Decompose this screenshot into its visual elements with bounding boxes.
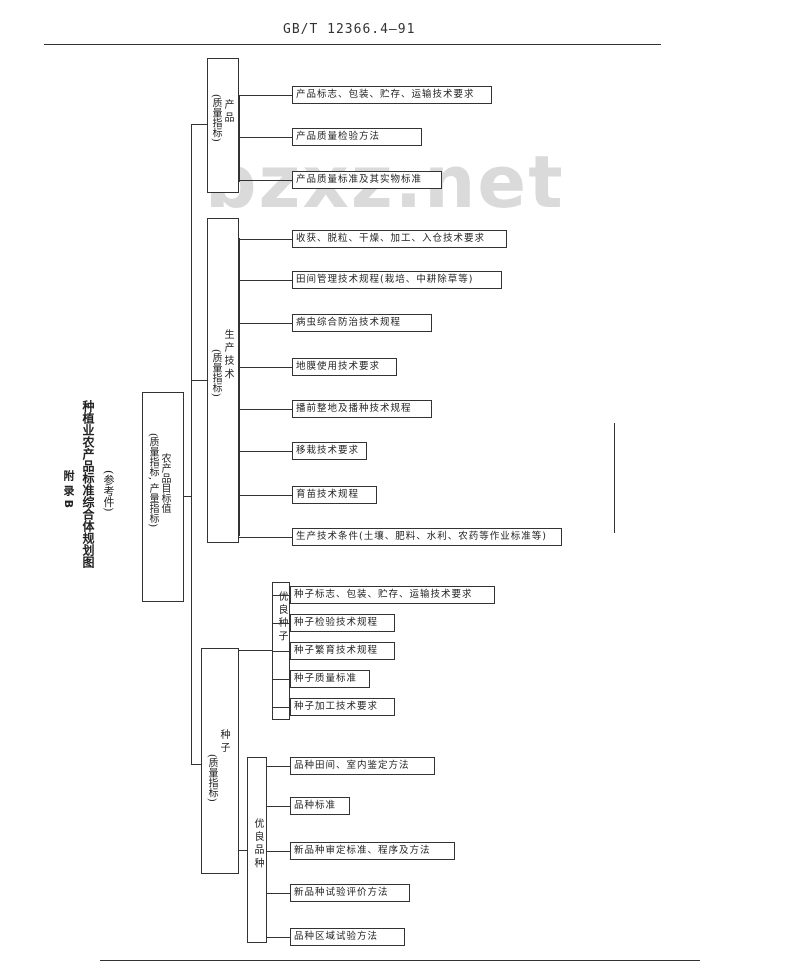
leaf-connector xyxy=(239,280,292,281)
leaf-connector xyxy=(267,893,290,894)
leaf-connector xyxy=(272,707,290,708)
leaf-connector xyxy=(239,537,292,538)
leaf-connector xyxy=(239,180,292,181)
branch-seed: 种 子 (质量指标) xyxy=(201,648,239,874)
branch-sub: (质量指标) xyxy=(210,94,221,142)
footer-rule xyxy=(100,960,700,961)
appendix-label: 附 录 B xyxy=(62,470,75,509)
leaf-connector xyxy=(272,623,290,624)
branch-label: 种 子 xyxy=(218,729,229,753)
leaf-box: 育苗技术规程 xyxy=(292,486,377,504)
leaf-box: 种子繁育技术规程 xyxy=(290,642,395,660)
leaf-box: 品种田间、室内鉴定方法 xyxy=(290,757,435,775)
leaf-box: 品种区域试验方法 xyxy=(290,928,405,946)
subgroup-label: 优 良 种 子 xyxy=(276,591,287,641)
root-sub: (质量指标, 产量指标) xyxy=(147,433,158,528)
leaf-box: 田间管理技术规程(栽培、中耕除草等) xyxy=(292,271,502,289)
subgroup-good-variety: 优 良 品 种 xyxy=(247,757,267,943)
leaf-box: 地膜使用技术要求 xyxy=(292,358,397,376)
leaf-connector xyxy=(239,409,292,410)
leaf-box: 产品质量检验方法 xyxy=(292,128,422,146)
leaf-connector xyxy=(239,367,292,368)
leaf-connector xyxy=(267,937,290,938)
branch-label: 产 品 xyxy=(222,99,233,123)
branch-connector xyxy=(191,124,207,125)
branch-sub: (质量指标) xyxy=(210,349,221,397)
branch-spine xyxy=(239,96,240,182)
leaf-box: 种子质量标准 xyxy=(290,670,370,688)
branch-connector xyxy=(191,380,207,381)
leaf-connector xyxy=(272,679,290,680)
leaf-box: 种子加工技术要求 xyxy=(290,698,395,716)
leaf-connector xyxy=(272,651,290,652)
leaf-connector xyxy=(239,137,292,138)
page-title: 种植业农产品标准综合体规划图 xyxy=(81,400,95,568)
title-note: (参考件) xyxy=(102,470,115,512)
leaf-box: 新品种审定标准、程序及方法 xyxy=(290,842,455,860)
header-rule xyxy=(44,44,661,45)
subgroup-label: 优 良 品 种 xyxy=(252,818,263,868)
margin-mark xyxy=(614,423,615,533)
leaf-connector xyxy=(272,595,290,596)
leaf-connector xyxy=(267,806,290,807)
branch-production: 生 产 技 术 (质量指标) xyxy=(207,218,239,543)
leaf-connector xyxy=(239,323,292,324)
leaf-connector xyxy=(239,495,292,496)
leaf-box: 移栽技术要求 xyxy=(292,442,367,460)
leaf-box: 新品种试验评价方法 xyxy=(290,884,410,902)
trunk-line xyxy=(191,124,192,764)
root-box: 农产品目标值 (质量指标, 产量指标) xyxy=(142,392,184,602)
leaf-connector xyxy=(267,766,290,767)
branch-sub: (质量指标) xyxy=(206,754,217,802)
leaf-connector xyxy=(239,95,292,96)
leaf-box: 品种标准 xyxy=(290,797,350,815)
subgroup-connector xyxy=(239,850,247,851)
leaf-box: 种子标志、包装、贮存、运输技术要求 xyxy=(290,586,495,604)
leaf-connector xyxy=(239,451,292,452)
leaf-box: 产品质量标准及其实物标准 xyxy=(292,171,442,189)
branch-connector xyxy=(191,764,201,765)
root-connector xyxy=(184,496,192,497)
subgroup-connector xyxy=(239,650,272,651)
leaf-box: 播前整地及播种技术规程 xyxy=(292,400,432,418)
leaf-box: 病虫综合防治技术规程 xyxy=(292,314,432,332)
branch-product: 产 品 (质量指标) xyxy=(207,58,239,193)
root-label: 农产品目标值 xyxy=(159,453,170,513)
standard-number: GB/T 12366.4—91 xyxy=(283,22,416,37)
leaf-box: 产品标志、包装、贮存、运输技术要求 xyxy=(292,86,492,104)
leaf-box: 种子检验技术规程 xyxy=(290,614,395,632)
leaf-box: 生产技术条件(土壤、肥料、水利、农药等作业标准等) xyxy=(292,528,562,546)
leaf-connector xyxy=(239,239,292,240)
leaf-connector xyxy=(267,851,290,852)
leaf-box: 收获、脱粒、干燥、加工、入仓技术要求 xyxy=(292,230,507,248)
branch-spine xyxy=(239,238,240,536)
branch-label: 生 产 技 术 xyxy=(222,329,233,379)
